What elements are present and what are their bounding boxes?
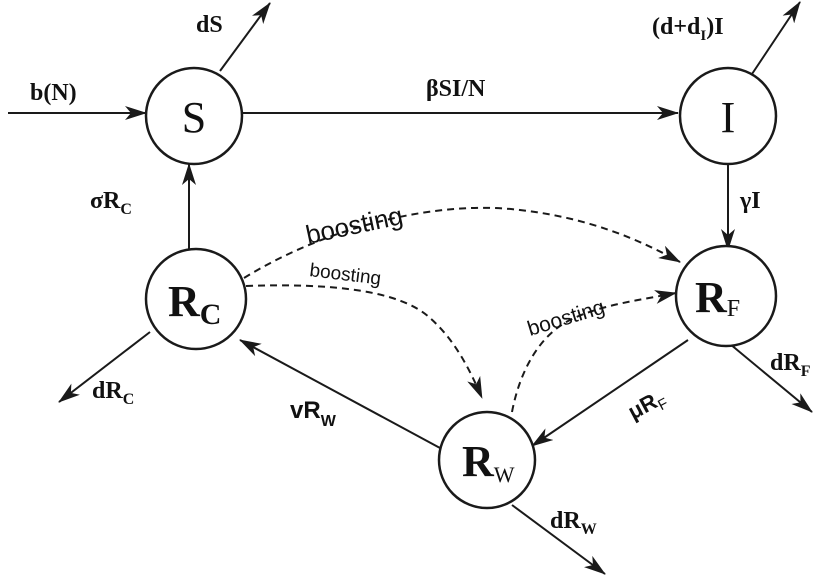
node-rc-label: RC — [168, 277, 221, 331]
boost-rw-rf-label: boosting — [525, 296, 608, 341]
recovery-label: γI — [739, 188, 761, 214]
nu-label: vRW — [290, 397, 337, 430]
death-rw-label: dRW — [550, 508, 597, 538]
death-rc-label: dRC — [92, 378, 134, 408]
boost-rc-rw-arrow — [245, 284, 483, 399]
node-rf-label: RF — [695, 273, 740, 322]
boost-rc-rw-label: boosting — [308, 260, 382, 290]
boost-rc-rf-label: boosting — [303, 200, 405, 250]
node-i-label: I — [721, 93, 736, 142]
boost-rc-rf-arrow — [243, 206, 681, 279]
node-rc: RC — [144, 247, 248, 351]
death-s-arrow — [219, 2, 271, 72]
nu-arrow — [239, 339, 441, 449]
death-s-label: dS — [196, 12, 223, 38]
mu-label: μRF — [624, 384, 672, 428]
node-rw: RW — [437, 410, 537, 510]
death-rf-label: dRF — [770, 350, 811, 380]
birth-label: b(N) — [30, 80, 77, 106]
node-s: S — [144, 66, 244, 166]
node-rw-label: RW — [462, 437, 515, 487]
death-rw-arrow — [511, 504, 606, 575]
boost-rw-rf-arrow — [511, 290, 677, 413]
node-i: I — [678, 66, 778, 166]
death-rc-arrow — [58, 331, 151, 403]
death-rf-arrow — [729, 343, 813, 413]
mu-arrow — [531, 339, 689, 447]
death-i-arrow — [751, 1, 801, 75]
infection-label: βSI/N — [426, 76, 486, 102]
node-s-label: S — [182, 93, 206, 142]
node-rf: RF — [674, 244, 778, 348]
death-i-label: (d+dI)I — [652, 14, 724, 44]
sigma-label: σRC — [90, 188, 132, 218]
